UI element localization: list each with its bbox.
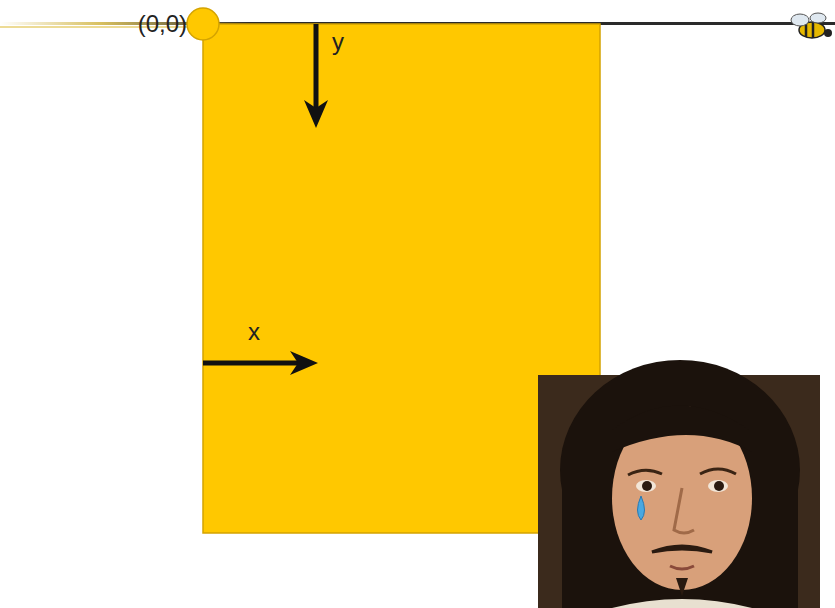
origin-label: (0,0) [138, 12, 187, 36]
y-axis-arrow [314, 24, 319, 110]
x-axis-arrow [203, 361, 300, 366]
axis-label: y [332, 30, 344, 54]
axis-label: x [248, 320, 260, 344]
descartes-portrait [538, 360, 820, 608]
x-arrowhead [290, 351, 318, 375]
y-arrowhead [304, 100, 328, 128]
bee-logo [791, 13, 832, 38]
origin-dot [187, 8, 219, 40]
